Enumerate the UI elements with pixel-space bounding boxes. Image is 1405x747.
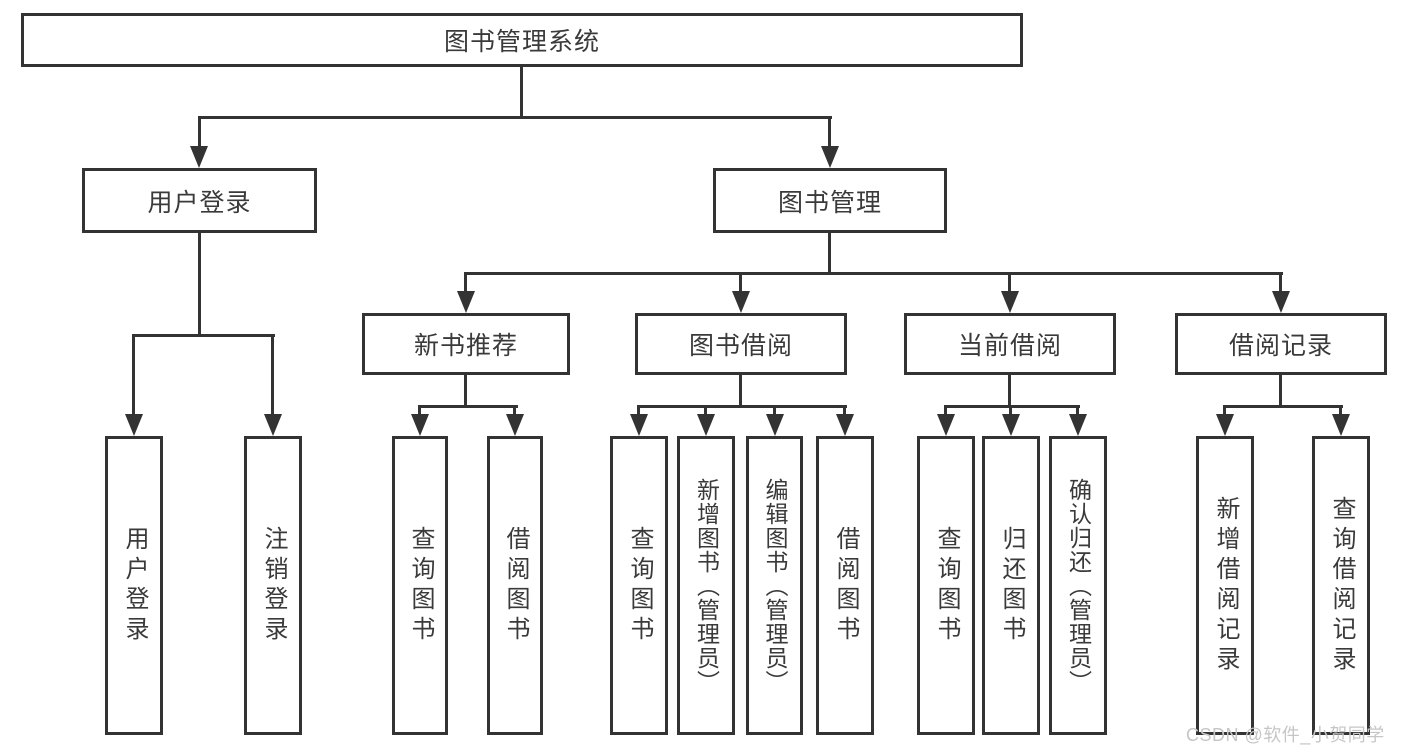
arrow-down-icon xyxy=(411,414,429,436)
connector xyxy=(1339,405,1342,418)
arrow-down-icon xyxy=(1002,414,1020,436)
node-label: 当前借阅 xyxy=(957,332,1062,360)
node-library-system: 图书管理系统 xyxy=(21,13,1023,67)
connector xyxy=(944,405,947,418)
connector xyxy=(198,233,201,337)
leaf-return-books: 归还图书 xyxy=(982,436,1040,735)
node-label: 新书推荐 xyxy=(413,332,518,360)
leaf-add-books-admin: 新增图书（管理员） xyxy=(677,436,735,735)
arrow-down-icon xyxy=(506,414,524,436)
node-user-login: 用户登录 xyxy=(82,168,317,233)
arrow-down-icon xyxy=(1069,414,1087,436)
node-current-borrowing: 当前借阅 xyxy=(904,313,1116,375)
connector xyxy=(464,272,1283,275)
connector xyxy=(513,405,516,418)
connector xyxy=(1008,375,1011,408)
connector xyxy=(828,116,831,152)
leaf-add-borrow-record: 新增借阅记录 xyxy=(1196,436,1254,735)
leaf-label: 查询图书 xyxy=(407,525,434,646)
connector xyxy=(637,405,640,418)
node-borrowing-records: 借阅记录 xyxy=(1175,313,1387,375)
arrow-down-icon xyxy=(732,291,750,313)
leaf-label: 借阅图书 xyxy=(502,525,529,646)
connector xyxy=(1008,272,1011,294)
leaf-user-login: 用户登录 xyxy=(105,436,163,735)
leaf-label: 新增借阅记录 xyxy=(1212,495,1239,676)
leaf-label: 注销登录 xyxy=(260,525,287,646)
node-label: 借阅记录 xyxy=(1228,332,1333,360)
arrow-down-icon xyxy=(125,414,143,436)
connector xyxy=(1279,272,1282,294)
node-label: 图书管理系统 xyxy=(443,28,600,56)
connector xyxy=(198,116,201,152)
leaf-search-books: 查询图书 xyxy=(610,436,668,735)
connector xyxy=(418,405,518,408)
leaf-logout: 注销登录 xyxy=(244,436,302,735)
connector xyxy=(271,334,274,416)
arrow-down-icon xyxy=(697,414,715,436)
connector xyxy=(1223,405,1343,408)
leaf-label: 查询借阅记录 xyxy=(1328,495,1355,676)
connector xyxy=(1223,405,1226,418)
connector xyxy=(843,405,846,418)
leaf-borrow-books: 借阅图书 xyxy=(487,436,543,735)
connector xyxy=(1279,375,1282,408)
connector xyxy=(739,272,742,294)
connector xyxy=(1076,405,1079,418)
csdn-watermark: CSDN @软件_小贺同学 xyxy=(1186,725,1385,745)
leaf-confirm-return-admin: 确认归还（管理员） xyxy=(1049,436,1107,735)
connector xyxy=(1009,405,1012,418)
leaf-label: 归还图书 xyxy=(998,525,1025,646)
connector xyxy=(132,334,135,416)
leaf-edit-books-admin: 编辑图书（管理员） xyxy=(746,436,803,735)
node-label: 用户登录 xyxy=(147,188,252,217)
connector xyxy=(464,272,467,294)
arrow-down-icon xyxy=(937,414,955,436)
leaf-label: 查询图书 xyxy=(933,525,960,646)
leaf-search-books: 查询图书 xyxy=(917,436,975,735)
connector xyxy=(418,405,421,418)
node-book-borrowing: 图书借阅 xyxy=(635,313,847,375)
arrow-down-icon xyxy=(821,146,839,168)
arrow-down-icon xyxy=(190,146,208,168)
connector xyxy=(198,116,832,119)
arrow-down-icon xyxy=(836,414,854,436)
leaf-borrow-books: 借阅图书 xyxy=(816,436,874,735)
leaf-search-borrow-record: 查询借阅记录 xyxy=(1312,436,1370,735)
connector xyxy=(944,405,1080,408)
connector xyxy=(464,375,467,408)
connector xyxy=(739,375,742,408)
connector xyxy=(773,405,776,418)
leaf-label: 用户登录 xyxy=(121,525,148,646)
arrow-down-icon xyxy=(1332,414,1350,436)
arrow-down-icon xyxy=(766,414,784,436)
connector xyxy=(828,233,831,275)
connector xyxy=(704,405,707,418)
arrow-down-icon xyxy=(457,291,475,313)
leaf-label: 查询图书 xyxy=(626,525,653,646)
connector xyxy=(637,405,847,408)
leaf-label: 借阅图书 xyxy=(832,525,859,646)
connector xyxy=(132,334,275,337)
node-label: 图书管理 xyxy=(777,188,882,217)
leaf-search-books: 查询图书 xyxy=(392,436,448,735)
node-label: 图书借阅 xyxy=(688,332,793,360)
arrow-down-icon xyxy=(1001,291,1019,313)
node-new-book-recommendation: 新书推荐 xyxy=(362,313,570,375)
arrow-down-icon xyxy=(1216,414,1234,436)
arrow-down-icon xyxy=(264,414,282,436)
connector xyxy=(520,66,523,118)
leaf-label: 新增图书（管理员） xyxy=(693,477,720,694)
node-book-management: 图书管理 xyxy=(713,168,947,233)
leaf-label: 编辑图书（管理员） xyxy=(762,477,788,694)
arrow-down-icon xyxy=(1272,291,1290,313)
leaf-label: 确认归还（管理员） xyxy=(1065,477,1092,694)
arrow-down-icon xyxy=(630,414,648,436)
